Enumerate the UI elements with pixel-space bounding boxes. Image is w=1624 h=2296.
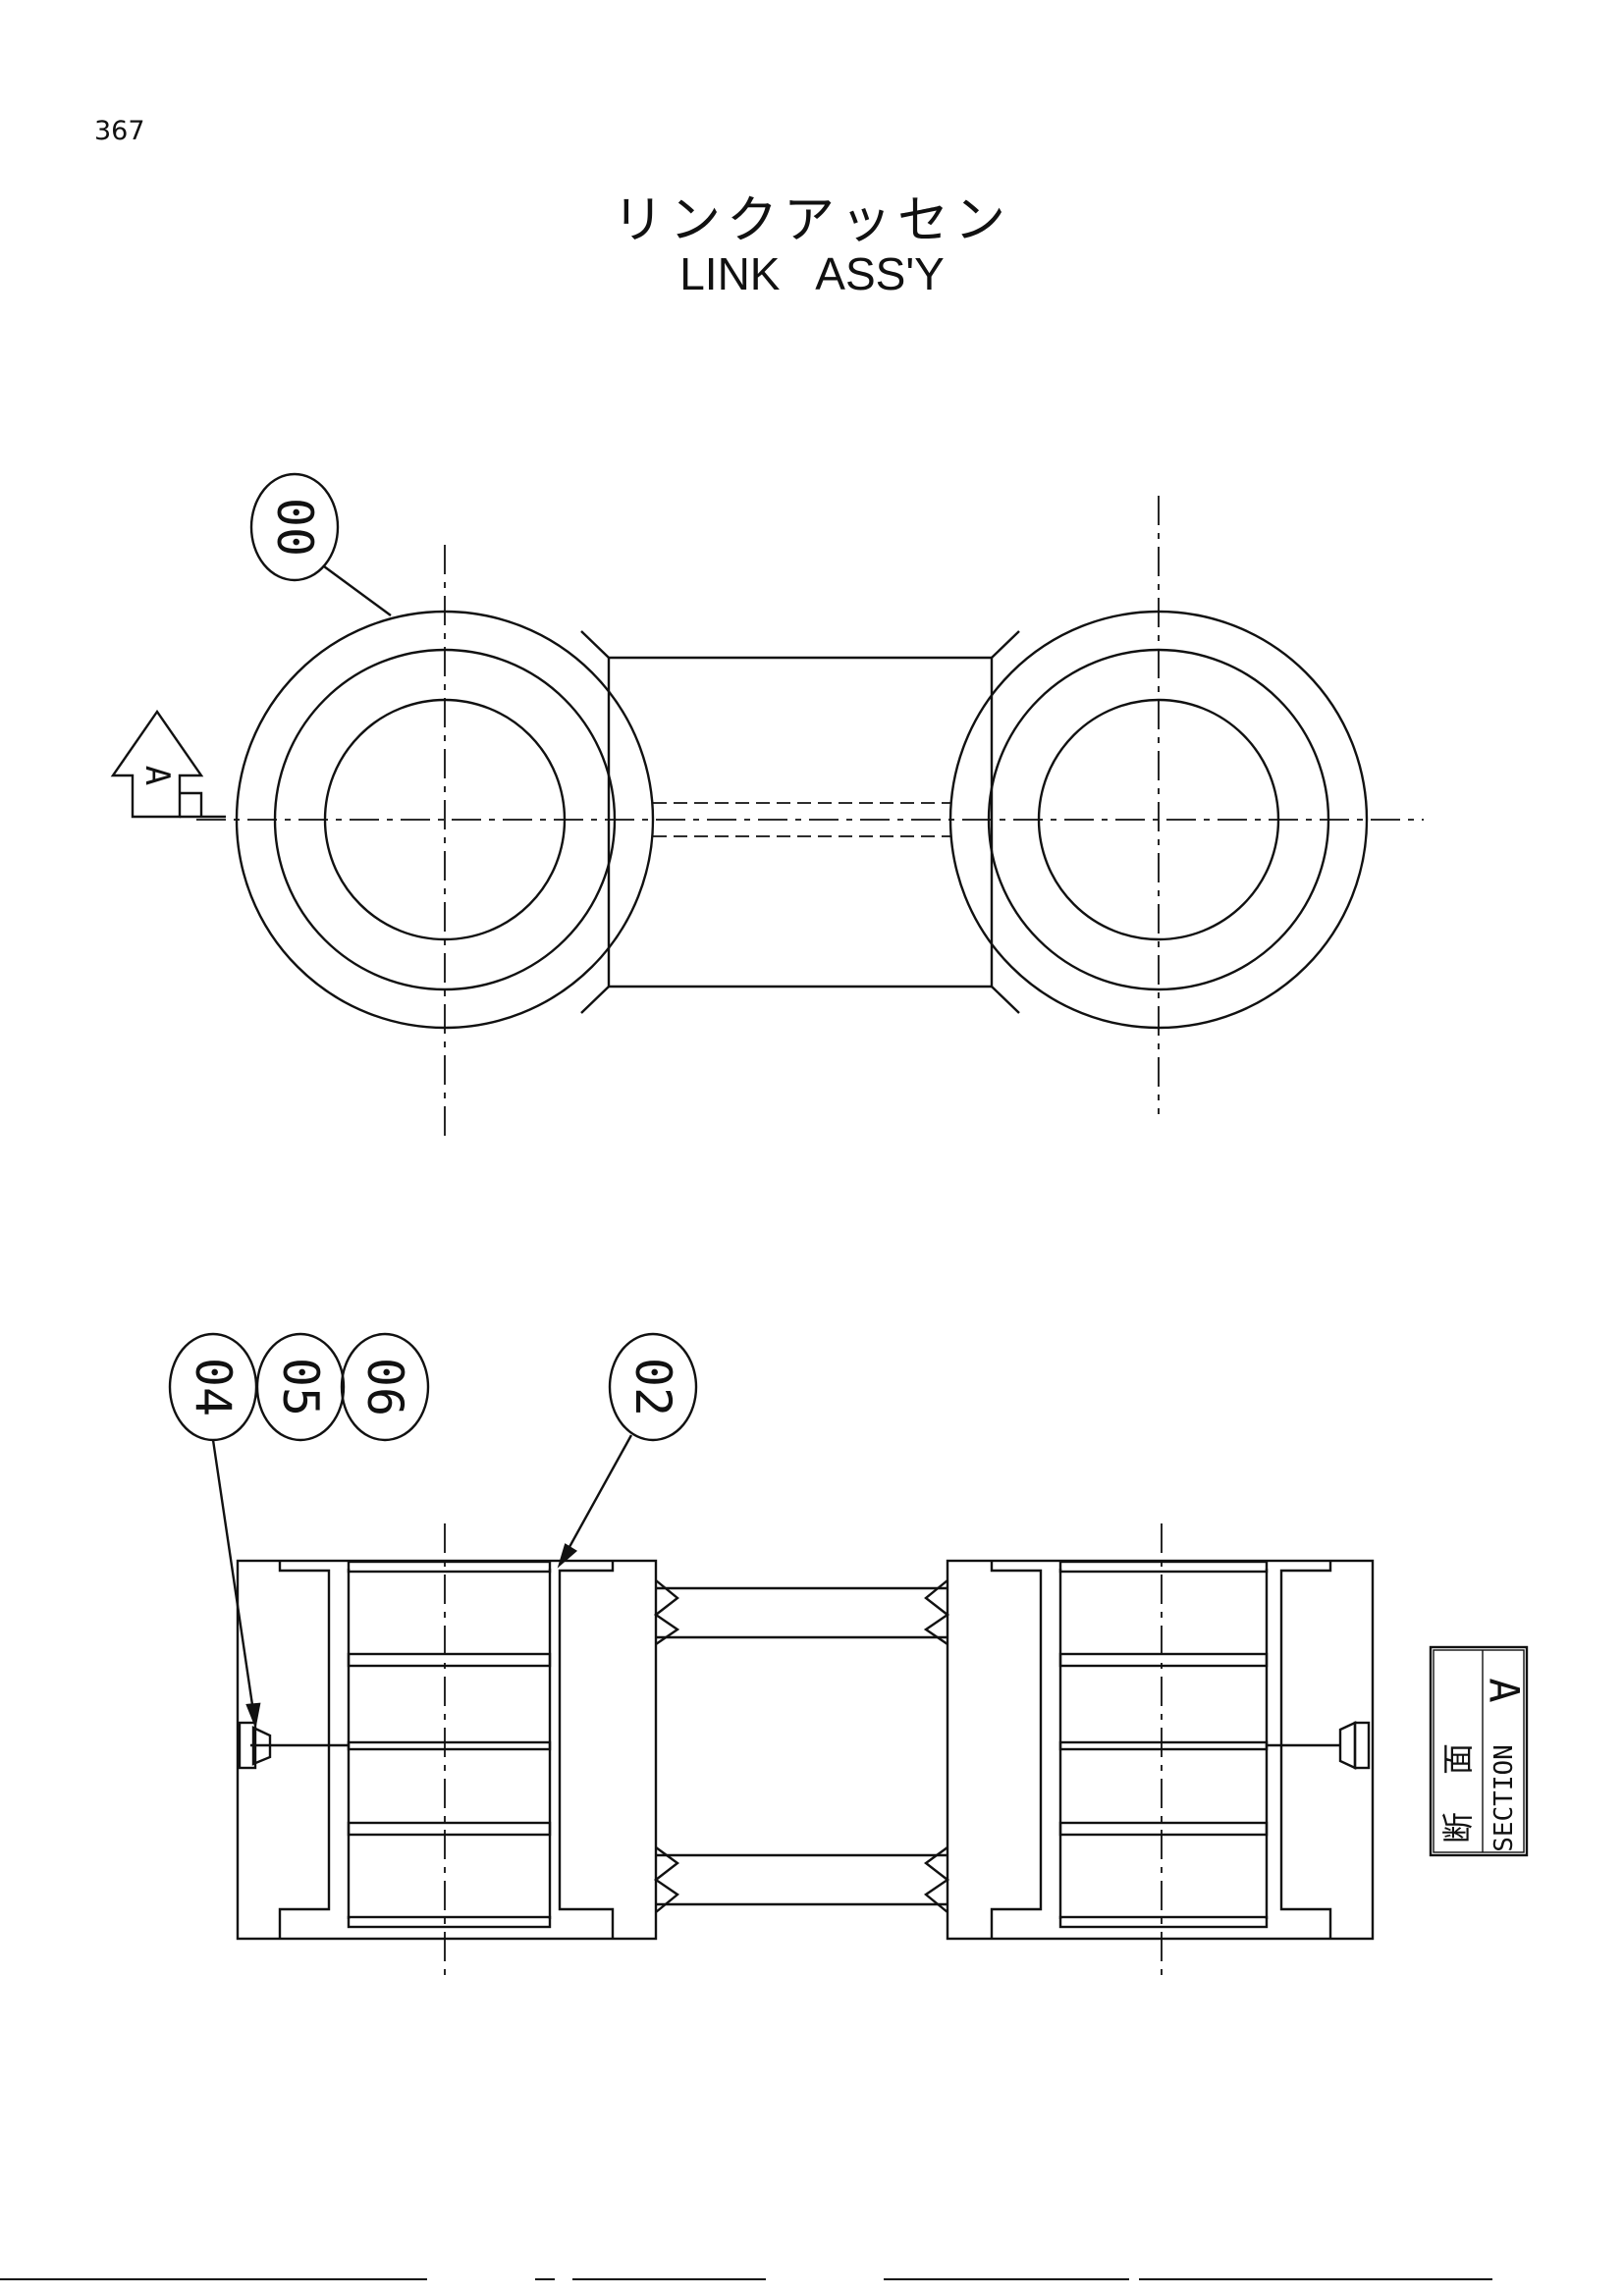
callout-00 (249, 472, 392, 616)
callout-06-label: 06 (356, 1358, 413, 1416)
page-number: 367 (94, 116, 145, 146)
section-kanji-1: 断 (1439, 1812, 1477, 1843)
top-view (110, 472, 1424, 1144)
section-kanji-2: 面 (1439, 1743, 1477, 1775)
callout-02-label: 02 (624, 1358, 681, 1416)
right-pin-bushing (990, 1560, 1371, 1939)
title-english: LINK ASS'Y (679, 248, 945, 299)
center-lines-top (196, 496, 1424, 1144)
callout-04-label: 04 (185, 1358, 242, 1416)
section-view (168, 1332, 1529, 1975)
view-arrow-a (110, 709, 226, 819)
callout-00-label: 00 (266, 498, 323, 557)
center-lines-section (444, 1523, 1163, 1975)
right-boss (948, 610, 1369, 1030)
callout-06 (340, 1332, 430, 1442)
callout-05 (255, 1332, 346, 1442)
hidden-oil-passage (653, 802, 950, 837)
section-web (653, 1579, 950, 1913)
view-arrow-letter: A (137, 766, 177, 785)
section-word: SECTION (1489, 1744, 1519, 1852)
link-web (580, 630, 1020, 1014)
callout-05-label: 05 (272, 1358, 329, 1416)
section-letter: A (1481, 1678, 1529, 1702)
left-boss (235, 610, 655, 1030)
left-pin-bushing (238, 1560, 615, 1939)
title-japanese: リンクアッセン (612, 191, 1011, 250)
section-label-box (1429, 1645, 1529, 1857)
callout-02 (557, 1332, 698, 1569)
